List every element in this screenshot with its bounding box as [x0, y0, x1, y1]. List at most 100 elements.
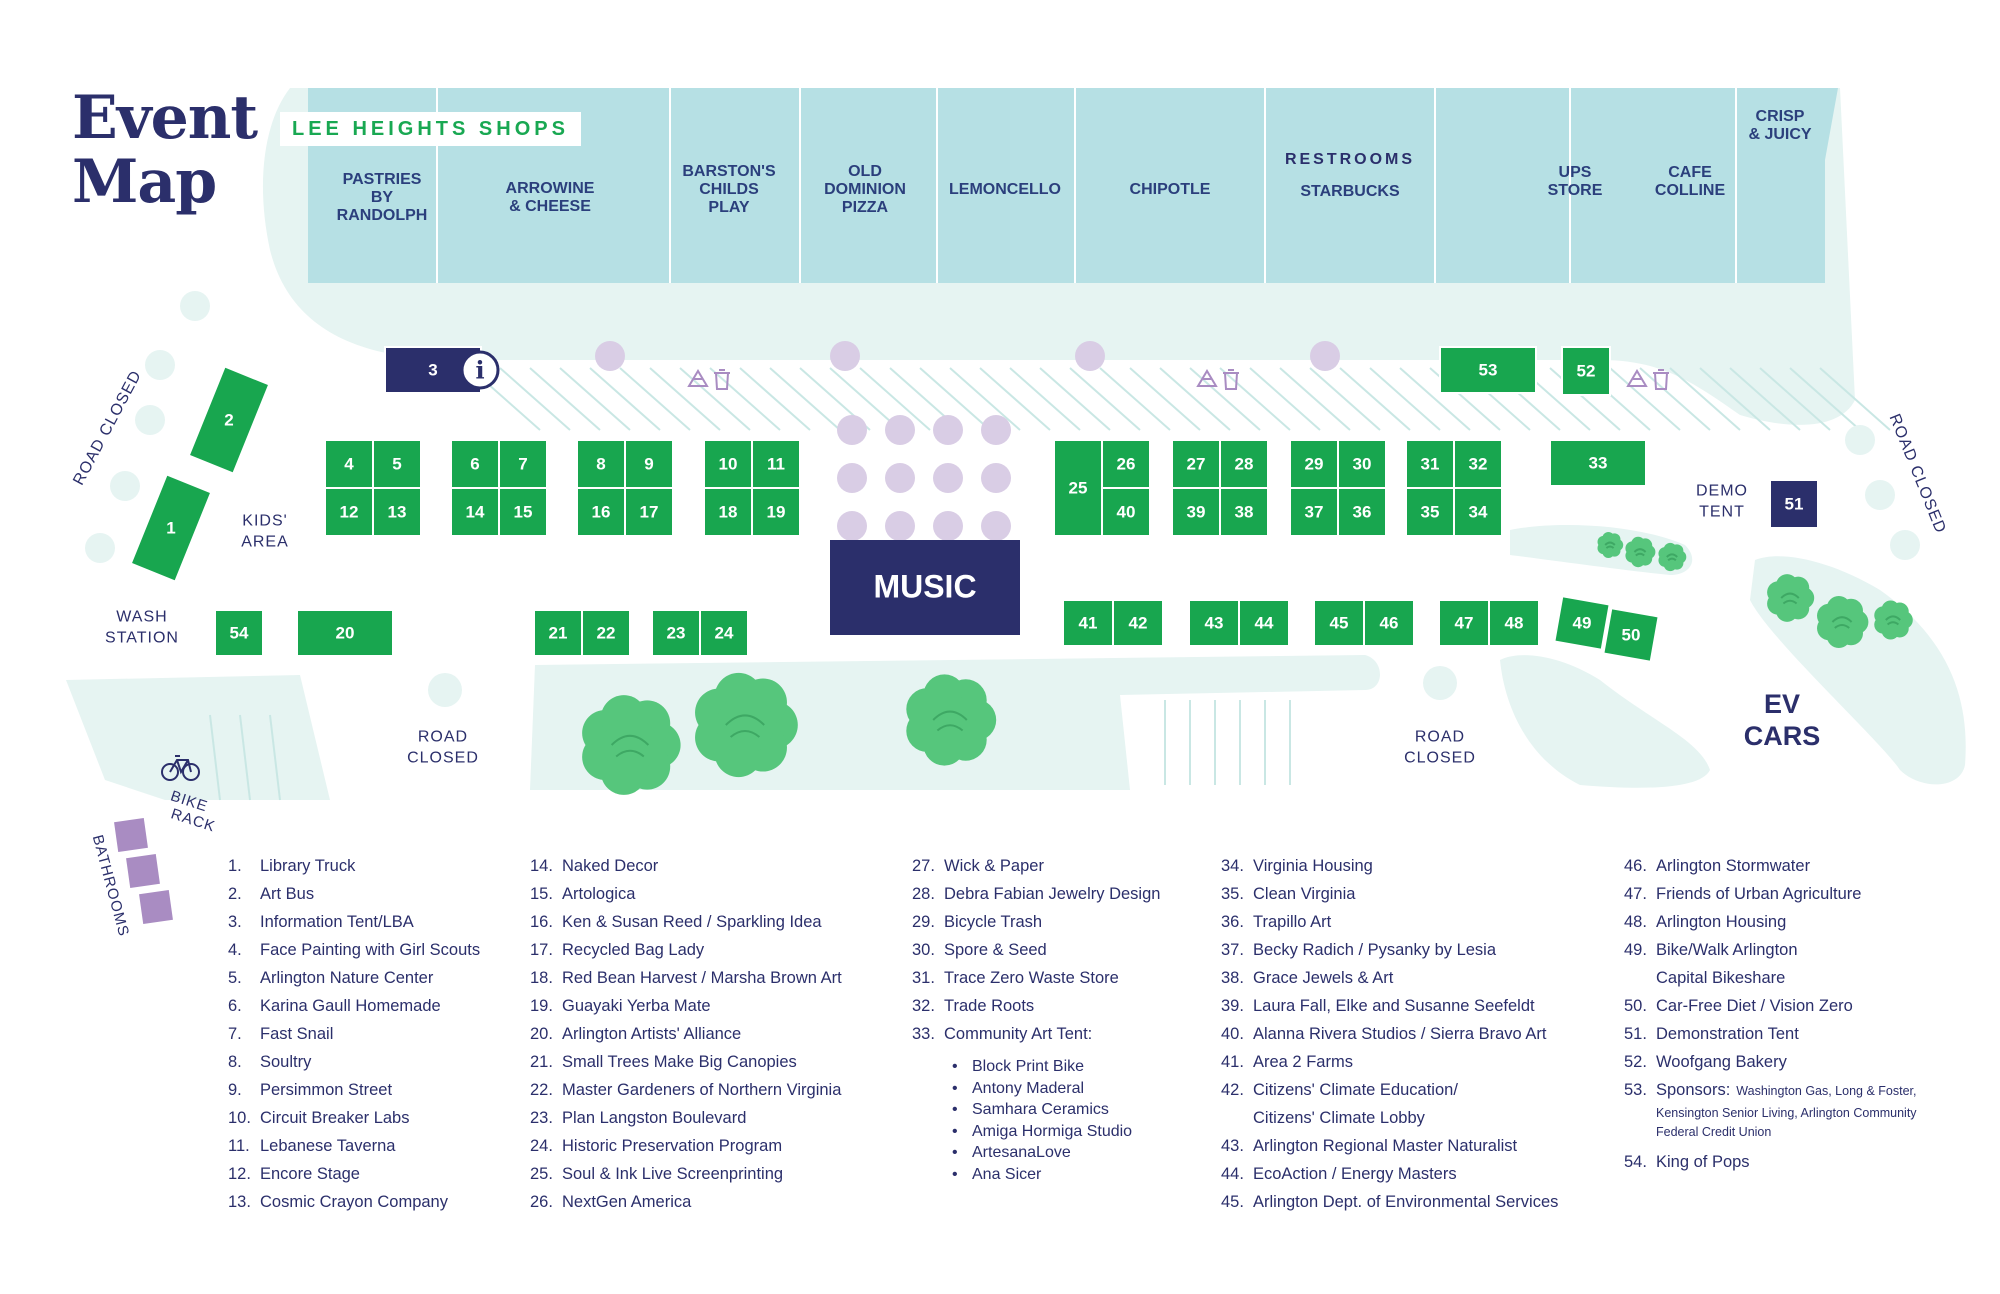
legend-item: 1.Library Truck [228, 852, 480, 880]
legend-text: Citizens' Climate Education/ [1253, 1081, 1458, 1099]
legend-item: 37.Becky Radich / Pysanky by Lesia [1221, 936, 1558, 964]
recycle-icon-shape [1626, 369, 1648, 387]
booth-14: 14 [450, 487, 500, 537]
parking-line [269, 714, 281, 801]
booth-number: 8 [596, 454, 605, 473]
booth-box [1337, 439, 1387, 489]
booth-number: 42 [1129, 613, 1148, 632]
booth-number: 6 [470, 454, 479, 473]
shop-name-line: CAFE [1668, 164, 1712, 181]
legend-number: 27. [912, 857, 935, 875]
legend-text: Grace Jewels & Art [1253, 969, 1394, 987]
legend-item: 34.Virginia Housing [1221, 852, 1558, 880]
legend-item: 22.Master Gardeners of Northern Virginia [530, 1076, 842, 1104]
table-circle [1310, 341, 1340, 371]
legend-item: 51.Demonstration Tent [1624, 1020, 1917, 1048]
booth-number: 18 [719, 502, 738, 521]
legend-text: Arlington Nature Center [260, 969, 434, 987]
legend-item: 53.Sponsors:Washington Gas, Long & Foste… [1624, 1076, 1917, 1104]
legend-item: 41.Area 2 Farms [1221, 1048, 1558, 1076]
booth-53: 53 [1439, 346, 1537, 394]
legend-item: 4.Face Painting with Girl Scouts [228, 936, 480, 964]
tree-center [1827, 607, 1857, 637]
booth-44: 44 [1238, 599, 1290, 647]
legend-text: Cosmic Crayon Company [260, 1193, 448, 1211]
parking-line [1399, 367, 1471, 431]
legend-number: 33. [912, 1025, 935, 1043]
legend-item: 29.Bicycle Trash [912, 908, 1160, 936]
shop-name-line: PIZZA [842, 199, 889, 216]
legend-text: Clean Virginia [1253, 885, 1356, 903]
booth-5: 5 [372, 439, 422, 489]
booth-39: 39 [1171, 487, 1221, 537]
booth-number: 27 [1187, 454, 1206, 473]
booth-38: 38 [1219, 487, 1269, 537]
booth-box [450, 439, 500, 489]
legend-number: 28. [912, 885, 935, 903]
ground-circle [145, 350, 175, 380]
parking-line [1099, 367, 1171, 431]
booth-number: 20 [336, 623, 355, 642]
tree-center [602, 717, 658, 773]
music-seating-circle [933, 511, 963, 541]
legend-number: 39. [1221, 997, 1244, 1015]
legend-text: Circuit Breaker Labs [260, 1109, 410, 1127]
shop-name: LEMONCELLO [949, 181, 1061, 198]
road-closed-label-line: ROAD [1415, 729, 1465, 746]
wash-station-label-line: STATION [105, 630, 179, 647]
legend-number: 22. [530, 1081, 553, 1099]
booth-box [1488, 599, 1540, 647]
legend-text: Guayaki Yerba Mate [562, 997, 711, 1015]
booth-22: 22 [581, 609, 631, 657]
legend-item: 36.Trapillo Art [1221, 908, 1558, 936]
booth-box [1053, 439, 1103, 537]
booth-box [1553, 595, 1611, 651]
legend-item: 38.Grace Jewels & Art [1221, 964, 1558, 992]
booth-36: 36 [1337, 487, 1387, 537]
booth-box [751, 487, 801, 537]
booth-number: 2 [224, 410, 233, 429]
booth-number: 24 [715, 623, 734, 642]
booth-30: 30 [1337, 439, 1387, 489]
legend-item: 42.Citizens' Climate Education/ [1221, 1076, 1558, 1104]
ground-circle [110, 471, 140, 501]
legend-subitem: Samhara Ceramics [912, 1099, 1160, 1121]
booth-27: 27 [1171, 439, 1221, 489]
booth-box [1238, 599, 1290, 647]
booth-box [1438, 599, 1490, 647]
west-plaza [66, 675, 330, 800]
music-seating-circle [981, 415, 1011, 445]
legend-item: 24.Historic Preservation Program [530, 1132, 842, 1160]
legend-number: 15. [530, 885, 553, 903]
tree-icon [1767, 574, 1815, 622]
tree-icon [906, 674, 997, 766]
tree-center [1602, 537, 1618, 553]
booth-31: 31 [1405, 439, 1455, 489]
legend-number: 30. [912, 941, 935, 959]
booth-number: 3 [428, 360, 437, 379]
parking-line [829, 367, 901, 431]
booth-number: 52 [1577, 361, 1596, 380]
booth-box [129, 473, 213, 583]
table-circle [830, 341, 860, 371]
legend-item: 11.Lebanese Taverna [228, 1132, 480, 1160]
parking-line [919, 367, 991, 431]
booth-number: 34 [1469, 502, 1488, 521]
shop-name-line: & CHEESE [509, 198, 591, 215]
tree-icon [1658, 542, 1687, 572]
legend-number: 19. [530, 997, 553, 1015]
legend-text: Sponsors: [1656, 1081, 1731, 1099]
parking-line [209, 714, 221, 801]
parking-line [499, 367, 571, 431]
parking-line [1819, 367, 1891, 431]
shop-name-line: UPS [1559, 164, 1592, 181]
booth-box [699, 609, 749, 657]
booth-52: 52 [1561, 346, 1611, 396]
lee-heights-shops-label: LEE HEIGHTS SHOPS [280, 112, 581, 146]
booth-number: 15 [514, 502, 533, 521]
legend-sponsors-continued: Kensington Senior Living, Arlington Comm… [1656, 1106, 1917, 1120]
legend-number: 52. [1624, 1053, 1647, 1071]
info-icon-ring [460, 350, 500, 390]
